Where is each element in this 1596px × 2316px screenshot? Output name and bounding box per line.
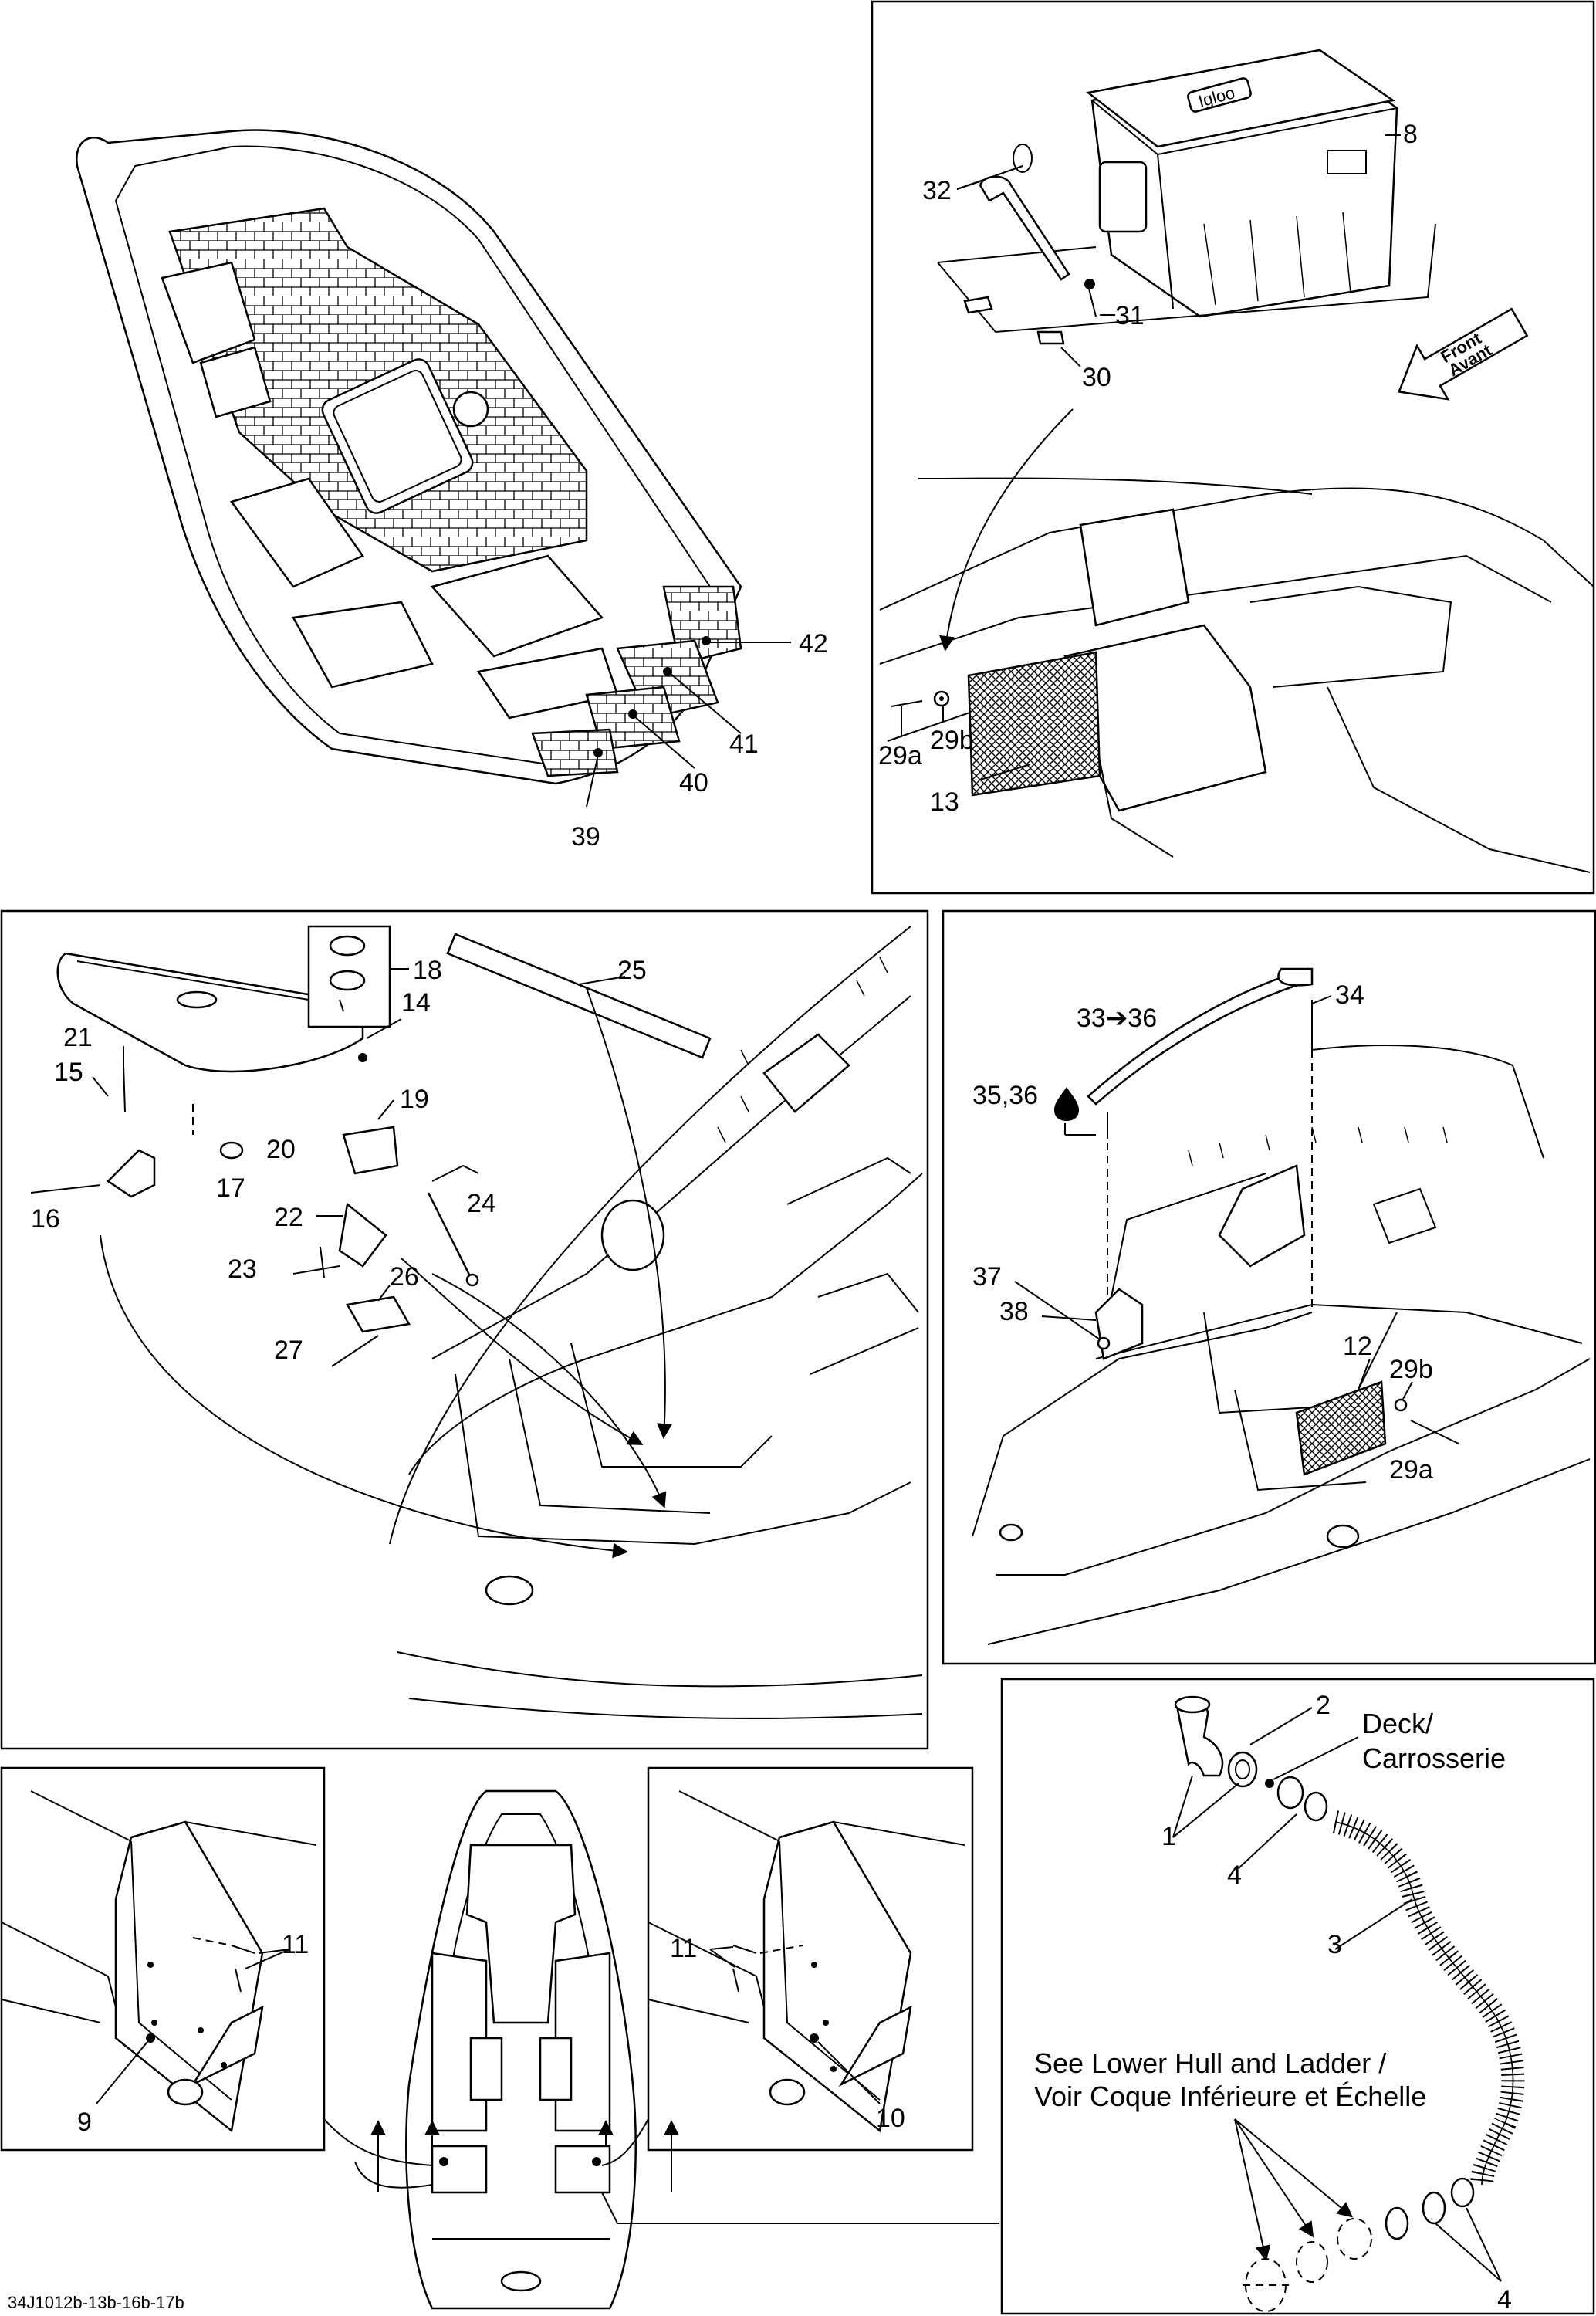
- front-storage-panel: [942, 909, 1596, 1665]
- callout-1: 1: [1161, 1822, 1176, 1851]
- cargo-net-13: [967, 651, 1101, 797]
- callout-14: 14: [401, 988, 431, 1017]
- cargo-net-12: [1295, 1380, 1387, 1476]
- front-storage-assembly: [972, 967, 1591, 1645]
- seal-25: [446, 933, 712, 1059]
- vent-assembly: [1174, 1695, 1525, 2312]
- swim-platform-mat-39: [531, 728, 619, 777]
- deck-note-en: Deck/: [1362, 1708, 1433, 1739]
- callout-27: 27: [274, 1336, 303, 1365]
- callout-11-right: 11: [670, 1934, 697, 1963]
- callout-31: 31: [1115, 301, 1145, 330]
- callout-23: 23: [228, 1254, 257, 1284]
- callout-42: 42: [799, 629, 828, 659]
- strap-32: [979, 175, 1070, 281]
- callout-29a-front: 29a: [1389, 1455, 1433, 1485]
- callout-8: 8: [1403, 120, 1418, 149]
- callout-20: 20: [266, 1135, 296, 1164]
- storage-lid-14: [56, 952, 364, 1073]
- right-side-panel: [647, 1766, 974, 2152]
- callout-15: 15: [54, 1058, 83, 1087]
- callout-32: 32: [922, 176, 952, 205]
- bow-hull-outline: [100, 926, 923, 1719]
- gasket-2: [1227, 1751, 1258, 1788]
- ventilation-panel: [1000, 1678, 1595, 2315]
- callout-38: 38: [999, 1297, 1029, 1326]
- cooler-panel: [871, 0, 1595, 895]
- callout-13: 13: [930, 787, 959, 817]
- callout-30: 30: [1082, 363, 1111, 392]
- callout-29b-rear: 29b: [930, 726, 974, 755]
- callout-18: 18: [413, 956, 442, 985]
- callout-21: 21: [63, 1023, 93, 1052]
- hinge-15: [107, 1149, 156, 1198]
- callout-22: 22: [274, 1203, 303, 1232]
- callout-19: 19: [400, 1085, 429, 1114]
- bow-storage-panel: [0, 909, 929, 1750]
- callout-34: 34: [1335, 980, 1364, 1010]
- storage-lid-assembly: [30, 925, 712, 1367]
- callout-24: 24: [467, 1189, 496, 1218]
- callout-25: 25: [617, 956, 647, 985]
- front-arrow: Front Avant: [1397, 307, 1529, 401]
- callout-2: 2: [1316, 1691, 1331, 1720]
- callout-9: 9: [77, 2108, 92, 2137]
- drawing-code: 34J1012b-13b-16b-17b: [8, 2293, 184, 2312]
- hull-note-en: See Lower Hull and Ladder /: [1034, 2047, 1386, 2079]
- rear-storage-bin: [879, 408, 1594, 873]
- callout-16: 16: [31, 1204, 60, 1234]
- hinge-19: [342, 1126, 399, 1175]
- callout-41: 41: [729, 730, 759, 759]
- right-side-compartment: [648, 1790, 965, 2133]
- cooler-assembly: Igloo: [937, 49, 1436, 345]
- retainer-26: [346, 1295, 411, 1333]
- callout-4-upper: 4: [1227, 1861, 1242, 1890]
- callout-12: 12: [1343, 1332, 1372, 1361]
- callout-37: 37: [972, 1262, 1002, 1292]
- callout-11-left: 11: [282, 1930, 309, 1959]
- callout-40: 40: [679, 768, 708, 797]
- adhesive-drop-icon: [1054, 1087, 1079, 1121]
- left-side-compartment: [1, 1790, 317, 2133]
- vent-cap-1: [1175, 1701, 1224, 1777]
- deck-note-fr: Carrosserie: [1362, 1742, 1506, 1774]
- left-side-panel: [0, 1766, 326, 2152]
- callout-29b-front: 29b: [1389, 1355, 1433, 1384]
- callout-3: 3: [1327, 1930, 1342, 1959]
- callout-4-lower: 4: [1497, 2285, 1512, 2314]
- callout-26: 26: [390, 1262, 419, 1292]
- hull-note-fr: Voir Coque Inférieure et Échelle: [1034, 2081, 1426, 2112]
- callout-17: 17: [216, 1173, 245, 1203]
- callout-39: 39: [571, 822, 600, 852]
- bracket-22: [338, 1202, 387, 1268]
- deck-top-view: [76, 129, 791, 808]
- center-hull-view: [323, 1789, 999, 2310]
- callout-35-36: 35,36: [972, 1081, 1038, 1110]
- callout-10: 10: [876, 2104, 905, 2133]
- callout-33-36: 33➔36: [1077, 1004, 1157, 1033]
- callout-29a-rear: 29a: [878, 741, 922, 770]
- trim-33-36: [1087, 967, 1314, 1106]
